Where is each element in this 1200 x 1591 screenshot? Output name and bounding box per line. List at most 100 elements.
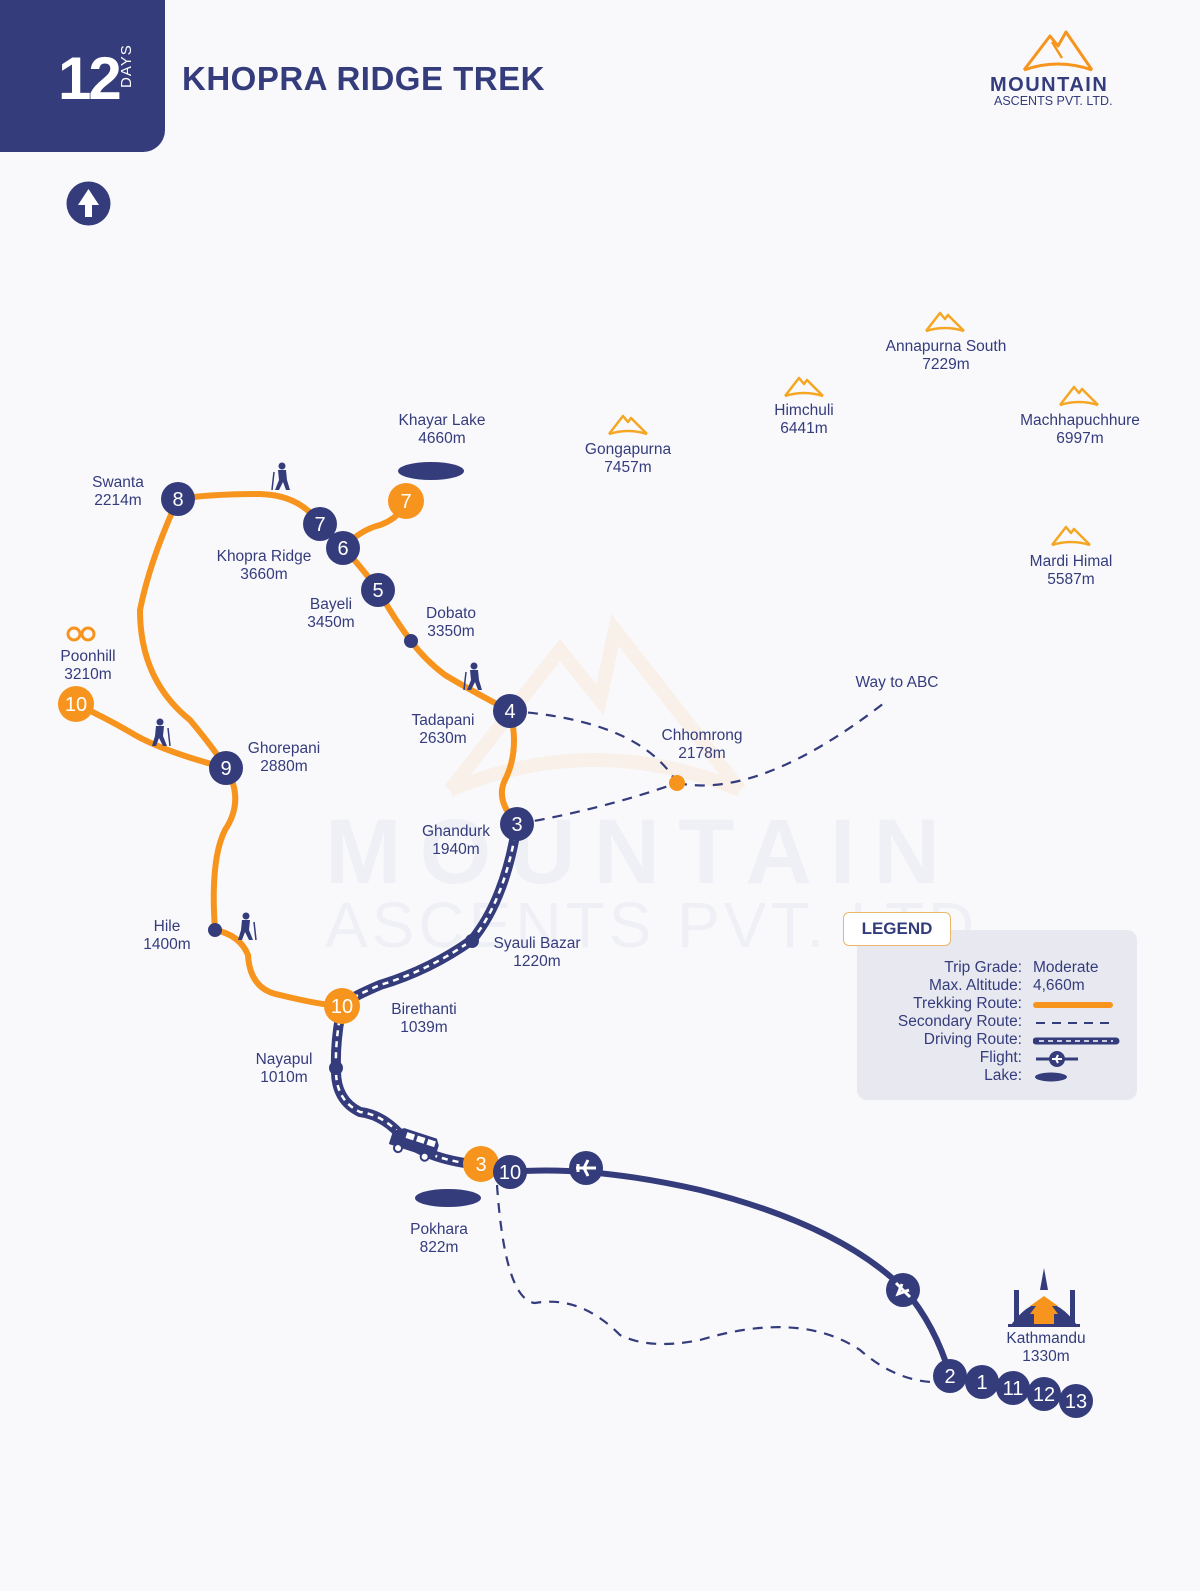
- watermark-mountain-icon: [444, 613, 746, 797]
- watermark-main: MOUNTAIN: [325, 800, 958, 905]
- legend-row-trekking-route: Trekking Route:: [857, 995, 1137, 1013]
- peak-icon: [1059, 385, 1099, 407]
- hiker-icon: [271, 462, 290, 491]
- day-marker-pokhara-10: 10: [493, 1155, 527, 1189]
- svg-text:1: 1: [976, 1372, 987, 1394]
- svg-text:7: 7: [400, 491, 411, 513]
- day-marker-birethanti: 10: [324, 988, 360, 1024]
- peak-icon: [784, 376, 824, 398]
- day-marker-tadapani: 4: [493, 694, 527, 728]
- svg-text:4: 4: [504, 701, 515, 723]
- svg-text:10: 10: [65, 694, 87, 716]
- svg-text:3: 3: [511, 814, 522, 836]
- day-marker-ktm-13: 13: [1059, 1384, 1093, 1418]
- legend-row-lake: Lake:: [857, 1067, 1137, 1085]
- day-marker-ktm-1: 1: [965, 1365, 999, 1399]
- day-marker-swanta: 8: [161, 482, 195, 516]
- days-number: 12: [58, 45, 122, 112]
- waypoint-chhomrong: [669, 775, 685, 791]
- place-label-way-to-abc: Way to ABC: [855, 674, 939, 691]
- day-marker-khayar-7: 7: [388, 483, 424, 519]
- svg-text:10: 10: [499, 1162, 521, 1184]
- secondary-route-tadapani-chhomrong: [509, 709, 678, 784]
- plane-marker-icon: [569, 1151, 603, 1185]
- hiker-icon: [152, 718, 171, 747]
- lake-symbol-icon: [1035, 1072, 1067, 1082]
- logo-name: MOUNTAIN: [990, 74, 1109, 96]
- header-days-badge: 12 DAYS: [0, 0, 165, 152]
- day-marker-ktm-2: 2: [933, 1359, 967, 1393]
- svg-text:8: 8: [172, 489, 183, 511]
- trek-route-swanta-ghorepani: [136, 496, 229, 771]
- legend-row-trip-grade: Trip Grade: Moderate: [944, 959, 1099, 976]
- legend-title: LEGEND: [843, 912, 951, 946]
- north-arrow-icon: [66, 181, 111, 226]
- svg-text:12: 12: [1033, 1384, 1055, 1406]
- peak-icon: [608, 414, 648, 436]
- svg-text:6: 6: [337, 538, 348, 560]
- van-icon: [388, 1128, 439, 1162]
- legend-row-secondary-route: Secondary Route:: [857, 1013, 1137, 1031]
- trek-route-khopra-swanta: [175, 490, 323, 527]
- secondary-route-ghandurk-chhomrong: [516, 781, 678, 826]
- svg-text:9: 9: [220, 758, 231, 780]
- hiker-icon: [238, 912, 257, 941]
- peak-icon: [925, 311, 965, 333]
- day-marker-ghandurk: 3: [500, 807, 534, 841]
- day-marker-khopra-6: 6: [326, 531, 360, 565]
- svg-text:2: 2: [944, 1366, 955, 1388]
- logo-subtitle: ASCENTS PVT. LTD.: [994, 94, 1113, 108]
- driving-route-symbol-icon: [1033, 1037, 1120, 1045]
- company-logo: MOUNTAIN ASCENTS PVT. LTD.: [990, 28, 1140, 118]
- khayar-lake-icon: [398, 462, 464, 480]
- trek-route-ghandurk-tadapani: [499, 708, 520, 827]
- day-marker-ghorepani: 9: [209, 751, 243, 785]
- svg-text:3: 3: [475, 1154, 486, 1176]
- trek-route-ghorepani-hile: [210, 765, 239, 933]
- legend-row-max-altitude: Max. Altitude: 4,660m: [928, 977, 1085, 994]
- logo-mountain-icon: [1022, 30, 1094, 72]
- plane-marker-icon: [886, 1273, 920, 1307]
- secondary-route-pokhara-kathmandu: [495, 1184, 946, 1384]
- svg-text:7: 7: [314, 514, 325, 536]
- svg-text:13: 13: [1065, 1391, 1087, 1413]
- pokhara-lake-icon: [415, 1189, 481, 1207]
- secondary-route-symbol-icon: [1036, 1022, 1113, 1024]
- day-marker-ktm-12: 12: [1027, 1377, 1061, 1411]
- legend-row-flight: Flight:: [857, 1049, 1137, 1067]
- peak-icon: [1051, 525, 1091, 547]
- trek-route-poonhill-ghorepani: [73, 701, 229, 771]
- day-marker-pokhara-3: 3: [463, 1146, 499, 1182]
- waypoint-hile: [208, 923, 222, 937]
- svg-text:11: 11: [1003, 1378, 1024, 1400]
- page-title: KHOPRA RIDGE TREK: [182, 60, 545, 97]
- kathmandu-stupa-icon: [1008, 1268, 1080, 1327]
- hiker-icon: [463, 662, 482, 691]
- secondary-route-way-to-abc: [676, 699, 889, 787]
- svg-text:5: 5: [372, 580, 383, 602]
- waypoint-nayapul: [329, 1061, 343, 1075]
- legend-row-driving-route: Driving Route:: [857, 1031, 1137, 1049]
